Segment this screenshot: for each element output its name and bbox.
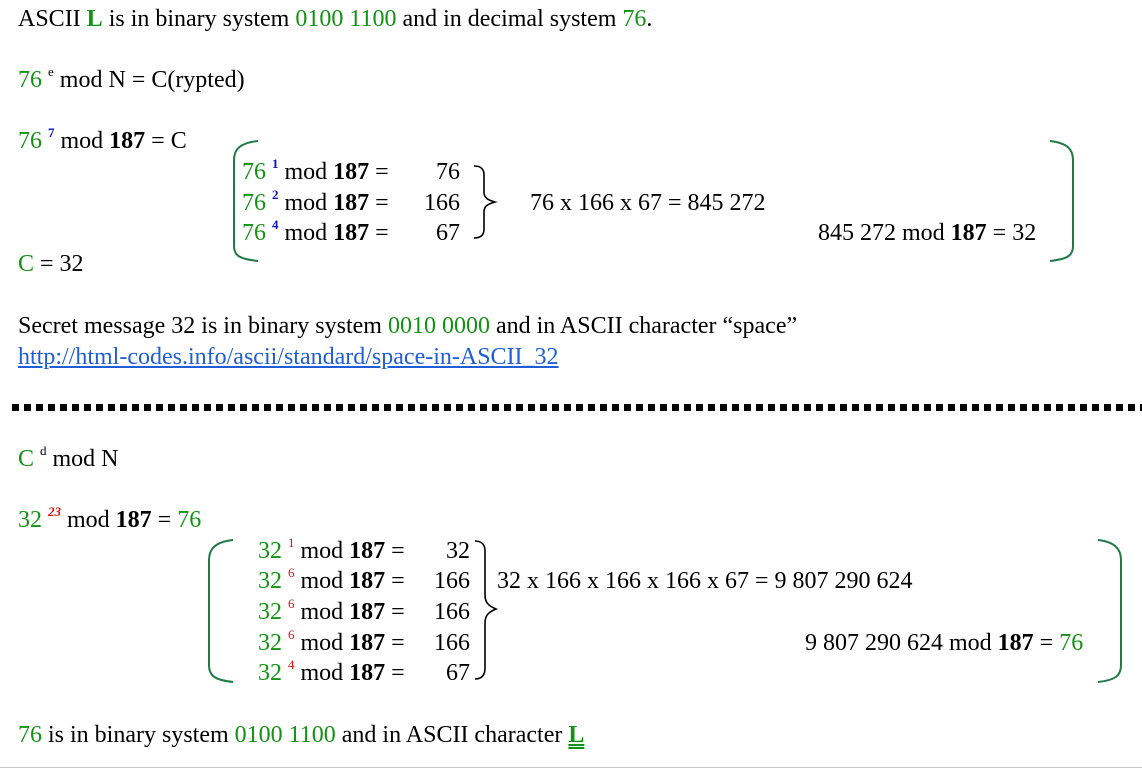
dec-row-result: 166 (434, 599, 470, 625)
enc-row-result: 67 (436, 220, 460, 246)
ciphertext-line: C = 32 (18, 251, 84, 277)
enc-left-paren (233, 140, 259, 262)
dec-left-paren (208, 539, 234, 683)
encryption-instance: 76 7 mod 187 = C (18, 125, 187, 154)
dec-row: 32 4 mod 187 = (258, 657, 405, 686)
enc-row-result: 166 (424, 190, 460, 216)
encryption-formula: 76 e mod N = C(rypted) (18, 64, 245, 93)
ascii-reference-link[interactable]: http://html-codes.info/ascii/standard/sp… (18, 344, 559, 370)
dec-row-result: 67 (446, 660, 470, 686)
enc-right-paren (1049, 140, 1074, 262)
dotted-separator (12, 404, 1142, 411)
enc-row-result: 76 (436, 159, 460, 185)
enc-row: 76 4 mod 187 = (242, 217, 389, 246)
dec-right-brace (474, 540, 499, 680)
dec-right-paren (1097, 539, 1122, 683)
dec-row: 32 1 mod 187 = (258, 535, 405, 564)
dec-row-result: 166 (434, 630, 470, 656)
ascii-letter: L (86, 6, 103, 32)
decryption-formula: C d mod N (18, 443, 119, 472)
dec-product: 32 x 166 x 166 x 166 x 67 = 9 807 290 62… (497, 568, 913, 594)
enc-row: 76 2 mod 187 = (242, 187, 389, 216)
dec-row: 32 6 mod 187 = (258, 565, 405, 594)
secret-message-line: Secret message 32 is in binary system 00… (18, 313, 798, 339)
decryption-instance: 32 23 mod 187 = 76 (18, 504, 202, 533)
intro-line: ASCII L is in binary system 0100 1100 an… (18, 6, 653, 32)
decimal-value: 76 (622, 6, 647, 32)
bottom-rule (0, 767, 1142, 768)
result-letter: L (568, 722, 585, 748)
enc-row: 76 1 mod 187 = (242, 156, 389, 185)
enc-right-brace (473, 165, 498, 239)
dec-row: 32 6 mod 187 = (258, 596, 405, 625)
dec-row-result: 166 (434, 568, 470, 594)
dec-row: 32 6 mod 187 = (258, 627, 405, 656)
result-line: 76 is in binary system 0100 1100 and in … (18, 722, 585, 748)
enc-product: 76 x 166 x 67 = 845 272 (530, 190, 766, 216)
binary-value: 0100 1100 (295, 6, 397, 32)
enc-final: 845 272 mod 187 = 32 (818, 220, 1037, 246)
dec-row-result: 32 (446, 538, 470, 564)
dec-final: 9 807 290 624 mod 187 = 76 (805, 630, 1084, 656)
